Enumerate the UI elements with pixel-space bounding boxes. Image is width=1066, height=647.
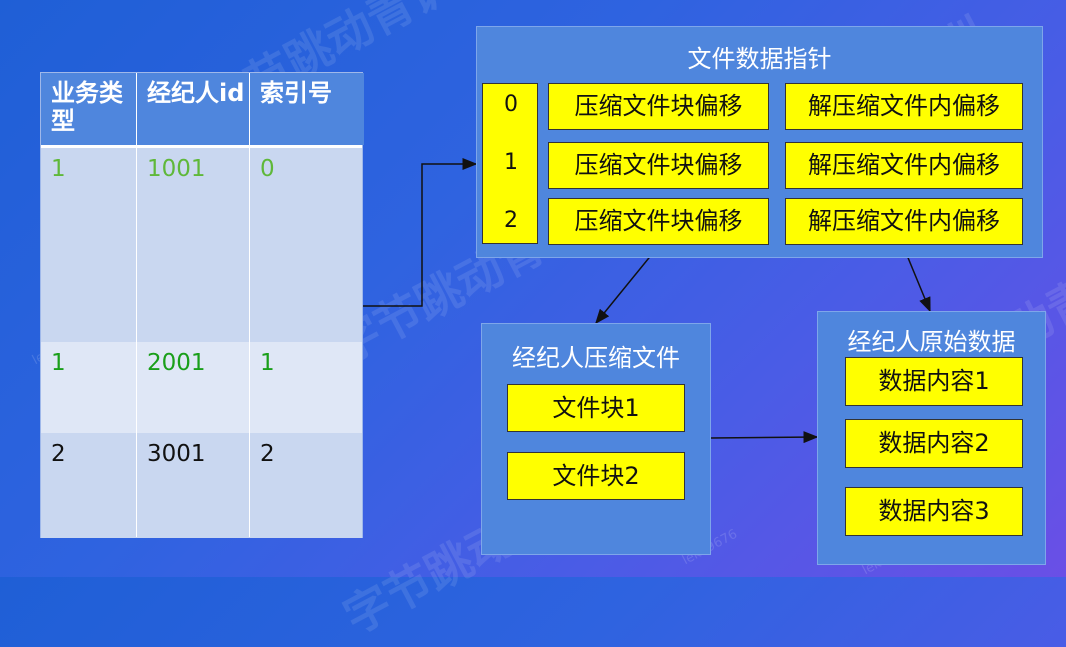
data-content-item: 数据内容3: [845, 487, 1023, 536]
cell-agent-id: 2001: [137, 342, 250, 504]
pointer-index: 1: [504, 150, 518, 175]
index-table: 业务类型 经纪人id 索引号 1 1001 0 1 2001 1 2 3001 …: [40, 72, 364, 538]
table-row: 2 3001 2: [41, 433, 362, 537]
header-divider: [41, 145, 362, 148]
pointer-panel-title: 文件数据指针: [687, 45, 832, 73]
pointer-index: 2: [504, 208, 518, 233]
cell-index: 2: [260, 441, 275, 467]
arrow-table-to-pointer: [363, 158, 478, 307]
pointer-index-column: 0 1 2: [482, 83, 538, 244]
decompressed-offset-cell: 解压缩文件内偏移: [785, 198, 1023, 245]
cell-business-type: 1: [41, 148, 137, 342]
file-data-pointer-panel: 文件数据指针 0 1 2 压缩文件块偏移 解压缩文件内偏移 压缩文件块偏移 解压…: [476, 26, 1043, 258]
cell-agent-id: 1001: [137, 148, 250, 342]
decompressed-offset-cell: 解压缩文件内偏移: [785, 142, 1023, 189]
file-block: 文件块1: [507, 384, 685, 432]
raw-panel-title: 经纪人原始数据: [847, 328, 1016, 356]
connector-arrows: [363, 158, 931, 444]
table-row: 1 1001 0: [41, 148, 362, 342]
data-content-item: 数据内容1: [845, 357, 1023, 406]
cell-agent-id: 3001: [137, 433, 250, 537]
file-block: 文件块2: [507, 452, 685, 500]
header-index: 索引号: [250, 73, 364, 145]
cell-business-type: 2: [41, 433, 137, 537]
compressed-offset-cell: 压缩文件块偏移: [548, 198, 769, 245]
agent-compressed-file-panel: 经纪人压缩文件 文件块1 文件块2: [481, 323, 711, 555]
decompressed-offset-cell: 解压缩文件内偏移: [785, 83, 1023, 130]
cell-index: 0: [260, 156, 275, 182]
cell-index: 1: [260, 350, 275, 376]
header-agent-id: 经纪人id: [137, 73, 250, 145]
arrow-pointer-to-raw: [903, 247, 931, 313]
data-content-item: 数据内容2: [845, 419, 1023, 468]
cell-business-type: 1: [41, 342, 137, 504]
compressed-panel-title: 经纪人压缩文件: [512, 344, 680, 372]
pointer-index: 0: [504, 92, 518, 117]
header-business-type: 业务类型: [41, 73, 137, 145]
arrow-pointer-to-compressed: [595, 247, 658, 325]
agent-raw-data-panel: 经纪人原始数据 数据内容1 数据内容2 数据内容3: [817, 311, 1046, 565]
compressed-offset-cell: 压缩文件块偏移: [548, 142, 769, 189]
arrow-compressed-to-raw: [710, 431, 819, 444]
compressed-offset-cell: 压缩文件块偏移: [548, 83, 769, 130]
